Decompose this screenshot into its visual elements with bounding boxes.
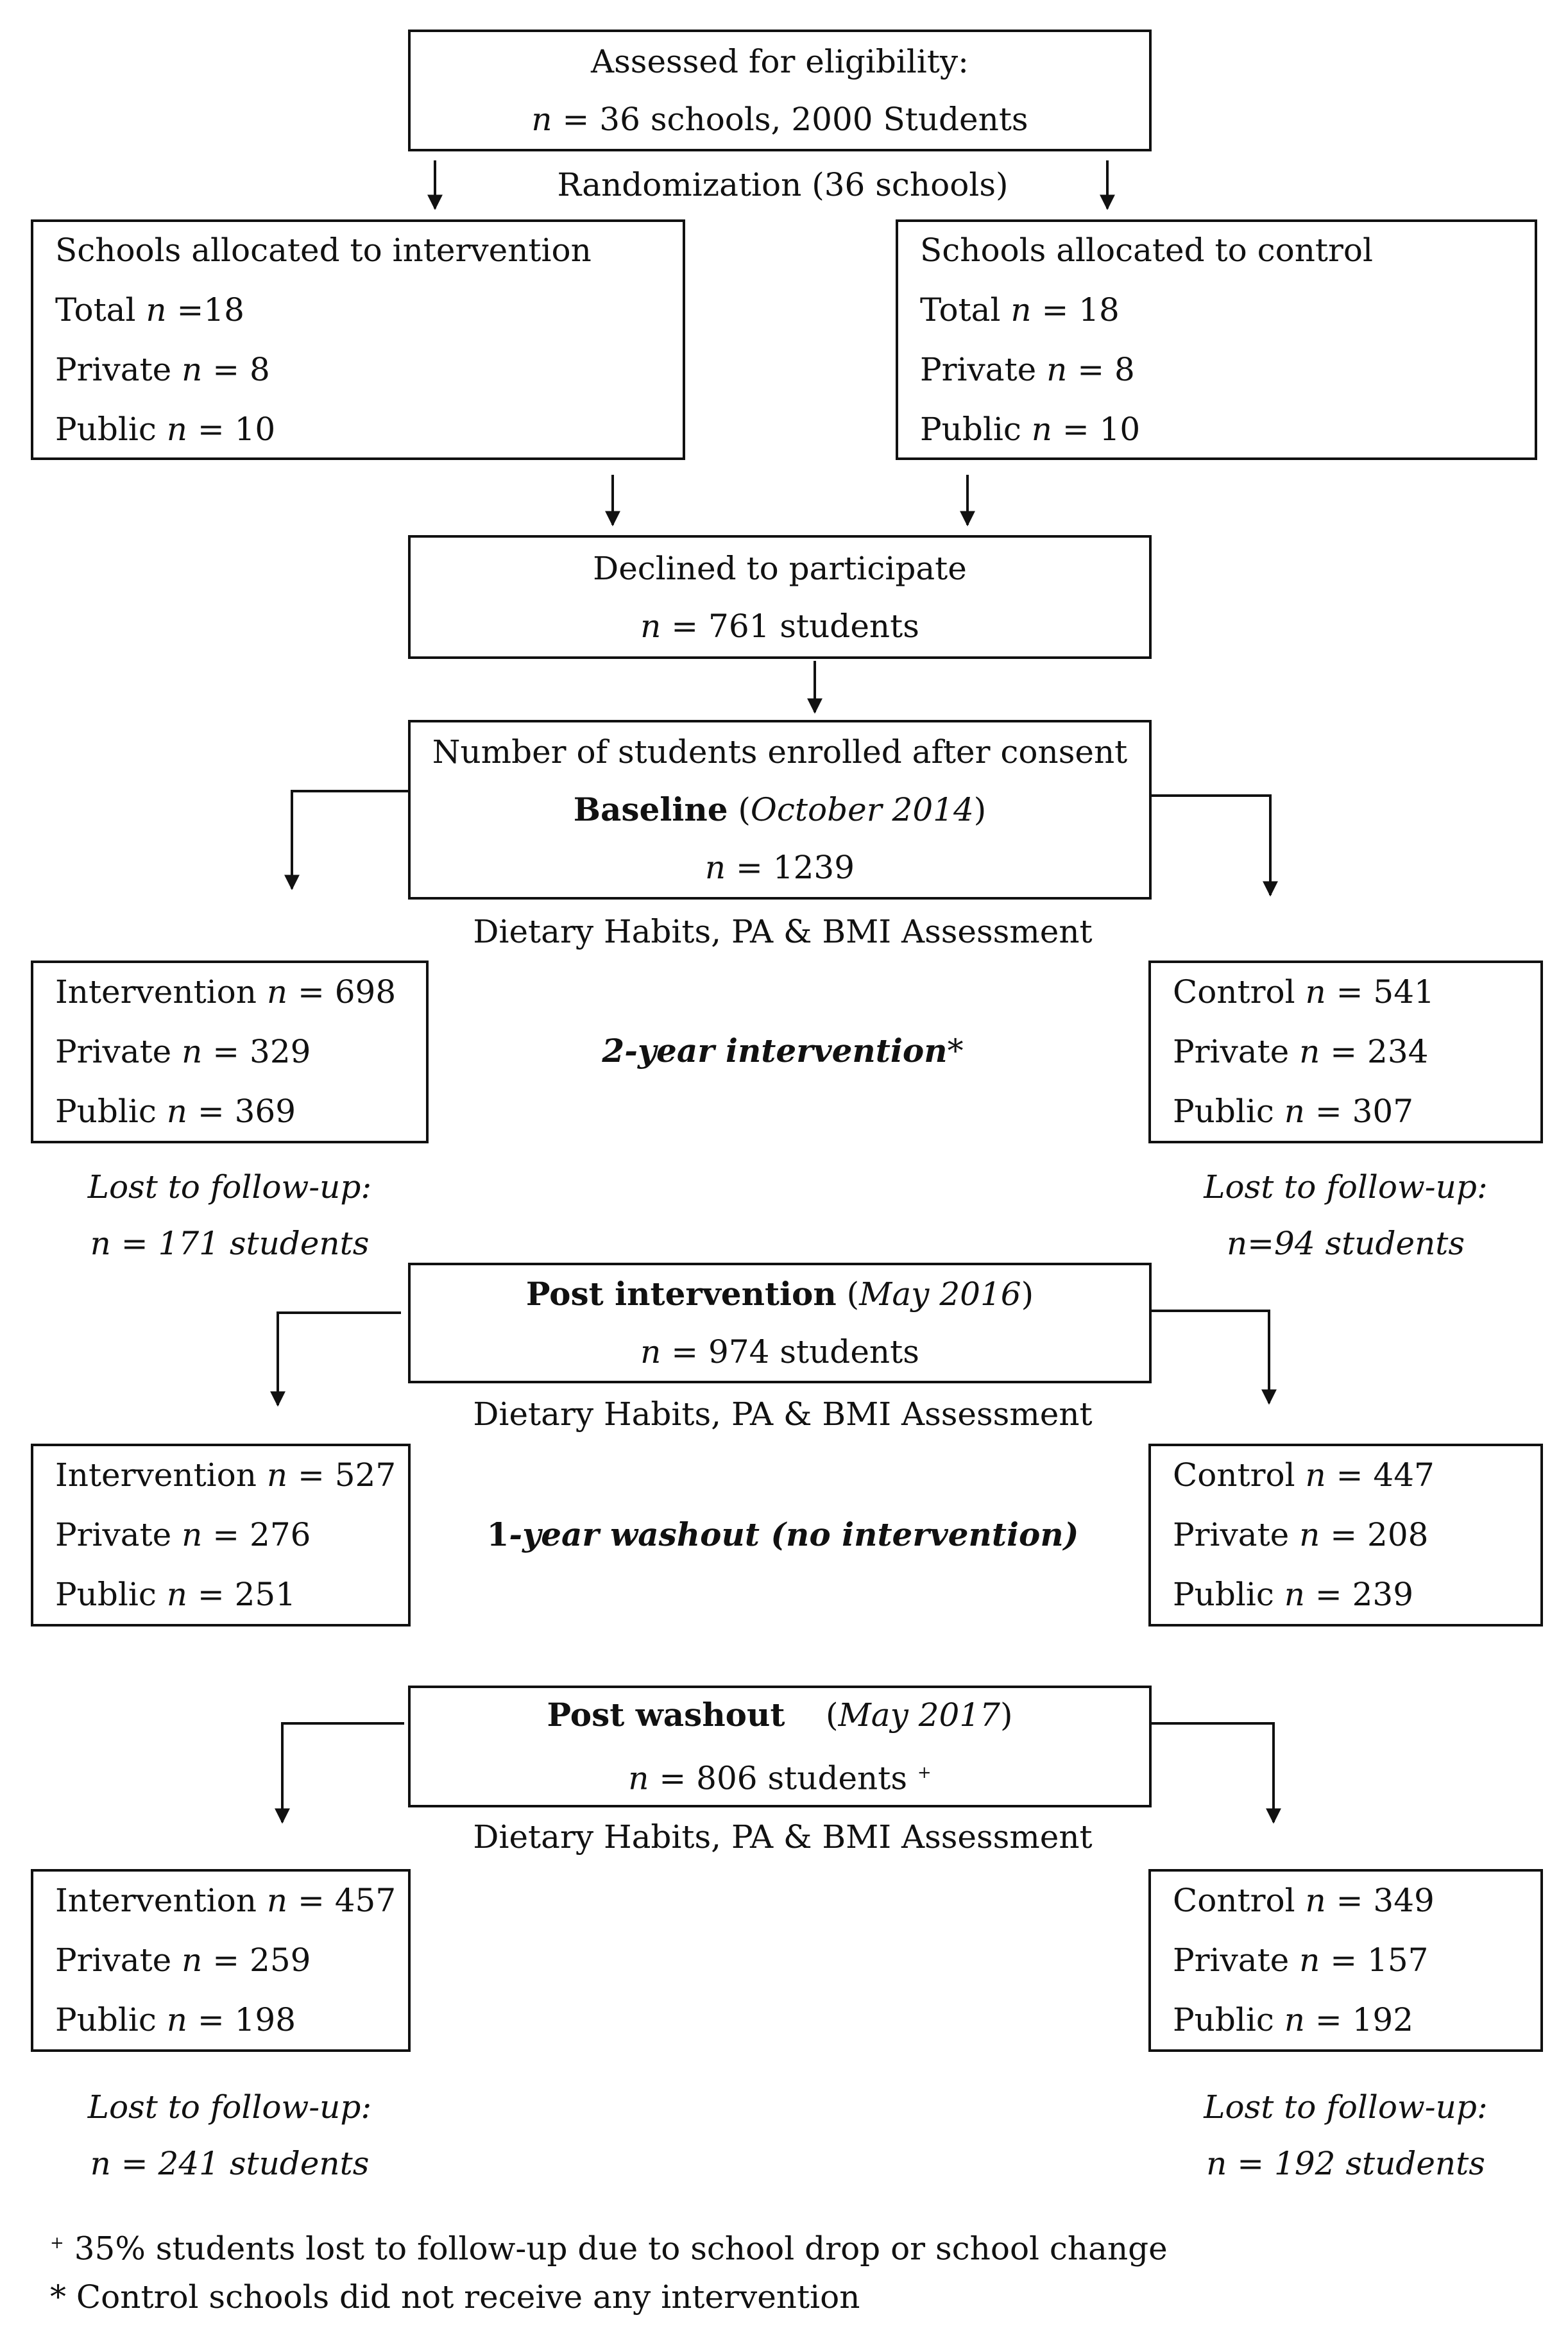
- baseline-intervention-total: = 698: [287, 973, 396, 1011]
- washout-control-public: = 192: [1304, 2001, 1414, 2038]
- post-intervention-total: = 527: [287, 1456, 396, 1494]
- assessed-value: = 36 schools, 2000 Students: [552, 101, 1028, 138]
- control-allocation-box: Schools allocated to control Total n = 1…: [896, 219, 1537, 460]
- post-washout-value: = 806 students: [649, 1759, 907, 1797]
- baseline-intervention-private: = 329: [202, 1033, 311, 1070]
- washout-control-box: Control n = 349 Private n = 157 Public n…: [1148, 1869, 1543, 2052]
- post-intervention-heading: Post intervention: [525, 1275, 837, 1313]
- washout-intervention-private: = 259: [202, 1942, 311, 1979]
- declined-title: Declined to participate: [593, 549, 967, 587]
- washout-intervention-total: = 457: [287, 1882, 396, 1919]
- footnote-asterisk: * Control schools did not receive any in…: [50, 2278, 860, 2316]
- assessed-box: Assessed for eligibility: n = 36 schools…: [408, 30, 1152, 151]
- baseline-heading: Baseline: [573, 790, 728, 828]
- arrow-post-to-intervention: [270, 1311, 401, 1407]
- assessment-label-3: Dietary Habits, PA & BMI Assessment: [473, 1818, 1093, 1856]
- control-alloc-private: = 8: [1067, 350, 1135, 388]
- post-intervention-box: Post intervention (May 2016) n = 974 stu…: [408, 1263, 1152, 1383]
- lost-followup-intervention-1: Lost to follow-up: n = 171 students: [87, 1168, 372, 1262]
- intervention-allocation-box: Schools allocated to intervention Total …: [31, 219, 685, 460]
- post-control-private: = 208: [1320, 1516, 1429, 1553]
- intervention-alloc-total: =18: [166, 291, 244, 329]
- baseline-date: October 2014: [750, 791, 974, 828]
- post-intervention-private: = 276: [202, 1516, 311, 1553]
- washout-intervention-box: Intervention n = 457 Private n = 259 Pub…: [31, 1869, 411, 2052]
- assessment-label-1: Dietary Habits, PA & BMI Assessment: [473, 913, 1093, 950]
- washout-control-private: = 157: [1320, 1942, 1429, 1979]
- assessed-title: Assessed for eligibility:: [591, 43, 969, 80]
- baseline-box: Number of students enrolled after consen…: [408, 720, 1152, 900]
- post-washout-box: Post washout (May 2017) n = 806 students…: [408, 1686, 1152, 1807]
- intervention-alloc-private: = 8: [202, 350, 270, 388]
- post-intervention-date: May 2016: [859, 1276, 1021, 1313]
- arrow-washout-to-intervention: [275, 1722, 404, 1824]
- control-alloc-total: = 18: [1031, 291, 1120, 329]
- post-control-public: = 239: [1304, 1576, 1414, 1613]
- declined-value: = 761 students: [661, 607, 919, 645]
- footnote-dagger: + 35% students lost to follow-up due to …: [50, 2230, 1168, 2267]
- baseline-control-public: = 307: [1304, 1093, 1414, 1130]
- randomization-label: Randomization (36 schools): [557, 166, 1009, 203]
- baseline-control-private: = 234: [1320, 1033, 1429, 1070]
- two-year-intervention-label: 2-year intervention*: [602, 1032, 964, 1070]
- baseline-line1: Number of students enrolled after consen…: [432, 733, 1128, 771]
- lost-followup-control-1: Lost to follow-up: n=94 students: [1204, 1168, 1488, 1262]
- baseline-value: = 1239: [726, 849, 855, 886]
- control-alloc-public: = 10: [1052, 410, 1141, 448]
- post-intervention-public: = 251: [187, 1576, 296, 1613]
- n-symbol: n: [531, 101, 552, 138]
- arrow-baseline-to-control: [1152, 794, 1278, 897]
- declined-box: Declined to participate n = 761 students: [408, 535, 1152, 659]
- post-washout-heading: Post washout: [547, 1695, 785, 1734]
- arrow-baseline-to-intervention: [284, 790, 408, 891]
- post-intervention-control-box: Control n = 447 Private n = 208 Public n…: [1148, 1444, 1543, 1627]
- assessment-label-2: Dietary Habits, PA & BMI Assessment: [473, 1396, 1093, 1433]
- washout-intervention-public: = 198: [187, 2001, 296, 2038]
- intervention-alloc-public: = 10: [187, 410, 276, 448]
- intervention-alloc-title: Schools allocated to intervention: [55, 231, 592, 269]
- baseline-control-total: = 541: [1325, 973, 1435, 1011]
- baseline-intervention-box: Intervention n = 698 Private n = 329 Pub…: [31, 961, 429, 1143]
- arrow-washout-to-control: [1152, 1722, 1281, 1824]
- lost-followup-control-2: Lost to follow-up: n = 192 students: [1204, 2088, 1488, 2182]
- baseline-control-box: Control n = 541 Private n = 234 Public n…: [1148, 961, 1543, 1143]
- washout-control-total: = 349: [1325, 1882, 1435, 1919]
- post-washout-date: May 2017: [838, 1696, 1000, 1734]
- control-alloc-title: Schools allocated to control: [920, 231, 1373, 269]
- post-control-total: = 447: [1325, 1456, 1435, 1494]
- washout-label: 1-year washout (no intervention): [486, 1516, 1079, 1553]
- baseline-intervention-public: = 369: [187, 1093, 296, 1130]
- arrow-post-to-control: [1152, 1310, 1277, 1405]
- lost-followup-intervention-2: Lost to follow-up: n = 241 students: [87, 2088, 372, 2182]
- post-intervention-intervention-box: Intervention n = 527 Private n = 276 Pub…: [31, 1444, 411, 1627]
- post-intervention-value: = 974 students: [661, 1333, 919, 1370]
